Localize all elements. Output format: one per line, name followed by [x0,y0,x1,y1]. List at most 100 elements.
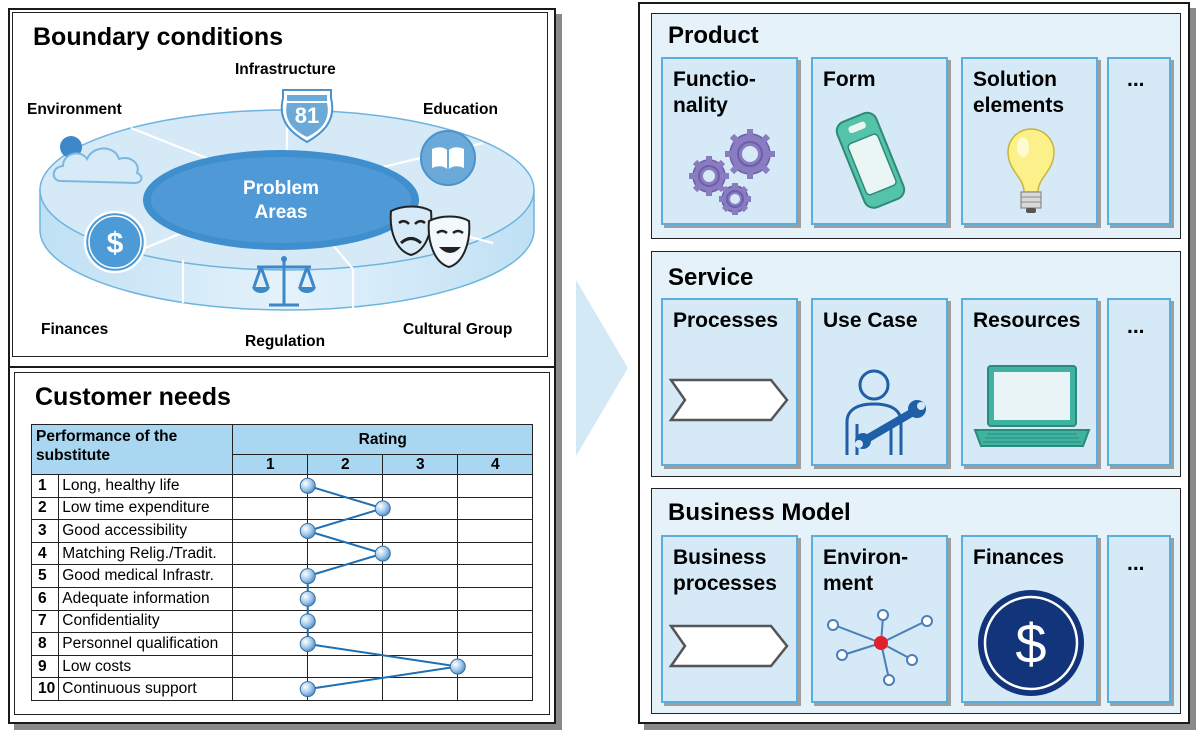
rating-cell [457,564,534,588]
card-business-processes-title: Business processes [673,546,777,595]
rating-col-2: 2 [307,454,384,475]
boundary-conditions-panel: Boundary conditions [8,8,556,368]
rating-cell [307,519,384,543]
theater-masks-icon [389,205,471,269]
rating-cell [307,541,384,566]
card-more-service-title: ... [1127,315,1145,338]
needs-row-number: 1 [30,474,60,498]
needs-row-label: Low time expenditure [58,496,234,521]
customer-needs-box: Customer needs Performance of the substi… [14,372,550,715]
performance-header: Performance of the substitute [30,424,234,475]
needs-row-number: 6 [30,586,60,611]
card-more-product-title: ... [1127,68,1145,91]
card-use-case: Use Case [811,298,948,466]
rating-cell [307,586,384,611]
highway-shield-icon: 81 [279,86,335,144]
rating-cell [457,496,534,521]
rating-cell [382,474,459,498]
rating-cell [232,474,309,498]
rating-header: Rating [232,424,534,455]
rating-cell [382,654,459,679]
customer-needs-title: Customer needs [35,383,231,411]
process-arrow-icon [668,624,789,668]
rating-cell [457,609,534,634]
rating-cell [457,474,534,498]
service-title: Service [668,264,754,291]
svg-text:$: $ [107,227,124,260]
rating-cell [307,609,384,634]
svg-text:$: $ [1015,612,1046,675]
network-icon [827,609,933,686]
needs-row-number: 8 [30,632,60,656]
card-more-business-title: ... [1127,552,1145,575]
rating-cell [382,519,459,543]
needs-row-label: Personnel qualification [58,632,234,656]
rating-cell [382,632,459,656]
card-business-processes: Business processes [661,535,798,703]
book-icon [420,130,476,186]
rating-cell [382,541,459,566]
needs-row-label: Continuous support [58,677,234,701]
rating-cell [382,609,459,634]
rating-cell [232,496,309,521]
rating-col-3: 3 [382,454,459,475]
rating-cell [457,654,534,679]
card-environment-title: Environ- ment [823,546,909,595]
card-finances: Finances $ [961,535,1098,703]
card-more-service: ... [1107,298,1171,466]
flow-arrow [576,280,628,456]
rating-col-4: 4 [457,454,534,475]
rating-cell [307,496,384,521]
rating-cell [307,654,384,679]
scales-icon [252,256,316,307]
customer-needs-panel: Customer needs Performance of the substi… [8,366,556,724]
needs-row-number: 4 [30,541,60,566]
card-form: Form [811,57,948,225]
rating-cell [232,586,309,611]
rating-cell [307,564,384,588]
problem-areas-disc [39,109,535,311]
customer-needs-table: Performance of the substitute Rating 1 2… [30,424,534,701]
needs-row-number: 3 [30,519,60,543]
needs-row-label: Adequate information [58,586,234,611]
rating-cell [382,496,459,521]
process-arrow-icon [668,378,789,422]
laptop-icon [973,365,1091,447]
gears-icon [689,129,775,215]
label-environment: Environment [27,101,122,118]
cloud-icon [52,136,143,185]
boundary-conditions-box: Boundary conditions [12,12,548,357]
rating-cell [307,677,384,701]
rating-cell [307,474,384,498]
rating-cell [232,677,309,701]
rating-cell [457,677,534,701]
needs-row-number: 10 [30,677,60,701]
card-solution-elements: Solution elements [961,57,1098,225]
business-model-section: Business Model Business processes Enviro… [651,488,1181,714]
needs-row-number: 5 [30,564,60,588]
rating-cell [457,586,534,611]
dollar-icon: $ [83,210,147,274]
label-cultural-group: Cultural Group [403,321,513,338]
rating-cell [382,586,459,611]
rating-cell [232,632,309,656]
highway-number: 81 [294,103,320,128]
rating-cell [457,541,534,566]
rating-cell [232,654,309,679]
label-education: Education [423,101,498,118]
service-section: Service Processes Use Case Resources [651,251,1181,477]
rating-cell [232,609,309,634]
card-resources-title: Resources [973,309,1081,332]
product-section: Product Functio- nality Form [651,13,1181,239]
rating-cell [232,519,309,543]
rating-cell [232,541,309,566]
lightbulb-icon [1007,128,1055,213]
problem-areas-label: Problem Areas [242,178,320,223]
